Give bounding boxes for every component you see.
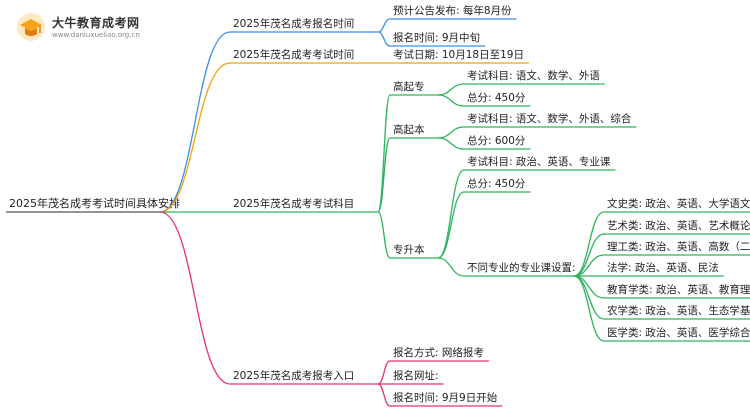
major-item-1[interactable]: 文史类: 政治、英语、大学语文: [607, 197, 750, 210]
connector-major: [573, 233, 605, 277]
registration-item-2[interactable]: 报名时间: 9月中旬: [393, 31, 480, 44]
connector-zhuanshengben-item: [437, 191, 465, 259]
connector-entry-item: [377, 360, 391, 385]
brand-logo[interactable]: 大牛教育成考网 www.daniuxueliao.org.cn: [16, 12, 156, 46]
connector-registration: [159, 31, 231, 213]
major-item-6[interactable]: 农学类: 政治、英语、生态学基础: [607, 304, 750, 317]
connector-gaoqiben-item: [437, 137, 465, 150]
connector-registration-item: [377, 18, 391, 33]
gaoqiben-item-2[interactable]: 总分: 600分: [467, 134, 526, 147]
brand-url: www.daniuxueliao.org.cn: [52, 31, 140, 39]
entry-item-3[interactable]: 报名时间: 9月9日开始: [393, 391, 498, 404]
major-item-3[interactable]: 理工类: 政治、英语、高数（二）: [607, 240, 750, 253]
zhuanshengben-item-1[interactable]: 考试科目: 政治、英语、专业课: [467, 155, 611, 168]
gaoqiben-item-1[interactable]: 考试科目: 语文、数学、外语、综合: [467, 112, 632, 125]
level-gaoqizhuan[interactable]: 高起专: [393, 80, 425, 93]
connector-gaoqiben-item: [437, 126, 465, 139]
level-gaoqiben[interactable]: 高起本: [393, 123, 425, 136]
major-settings-label[interactable]: 不同专业的专业课设置:: [467, 261, 576, 274]
connector-gaoqizhuan-item: [437, 83, 465, 96]
exam-date-item-1[interactable]: 考试日期: 10月18日至19日: [393, 49, 524, 61]
branch-registration-time[interactable]: 2025年茂名成考报名时间: [233, 17, 354, 30]
connector-zhuanshengben: [377, 211, 391, 259]
gaoqizhuan-item-2[interactable]: 总分: 450分: [467, 91, 526, 104]
entry-item-2[interactable]: 报名网址:: [393, 369, 439, 382]
connector-zhuanshengben-item: [437, 169, 465, 259]
gaoqizhuan-item-1[interactable]: 考试科目: 语文、数学、外语: [467, 69, 600, 82]
zhuanshengben-item-2[interactable]: 总分: 450分: [467, 177, 526, 190]
connector-registration-item: [377, 31, 391, 47]
connector-entry: [159, 211, 231, 385]
graduation-cap-icon: [17, 13, 45, 41]
level-zhuanshengben[interactable]: 专升本: [393, 243, 425, 256]
connector-major: [573, 275, 605, 299]
root-topic[interactable]: 2025年茂名成考考试时间具体安排: [9, 196, 180, 210]
branch-registration-entry[interactable]: 2025年茂名成考报考入口: [233, 369, 354, 382]
registration-item-1[interactable]: 预计公告发布: 每年8月份: [393, 4, 512, 17]
major-item-2[interactable]: 艺术类: 政治、英语、艺术概论: [607, 219, 750, 232]
brand-name: 大牛教育成考网: [52, 16, 140, 30]
major-item-7[interactable]: 医学类: 政治、英语、医学综合: [607, 326, 750, 339]
branch-exam-subjects[interactable]: 2025年茂名成考考试科目: [233, 197, 354, 210]
connector-gaoqizhuan-item: [437, 94, 465, 107]
connector-entry-item: [377, 383, 391, 407]
connector-gaoqizhuan: [377, 94, 391, 213]
branch-exam-time[interactable]: 2025年茂名成考考试时间: [233, 48, 354, 61]
entry-item-1[interactable]: 报名方式: 网络报考: [393, 346, 484, 359]
connector-major-label: [437, 257, 465, 277]
connector-gaoqiben: [377, 137, 391, 213]
major-item-5[interactable]: 教育学类: 政治、英语、教育理论: [607, 283, 750, 296]
major-item-4[interactable]: 法学: 政治、英语、民法: [607, 261, 719, 274]
connector-exam-date: [159, 62, 231, 213]
connector-major: [573, 275, 605, 342]
